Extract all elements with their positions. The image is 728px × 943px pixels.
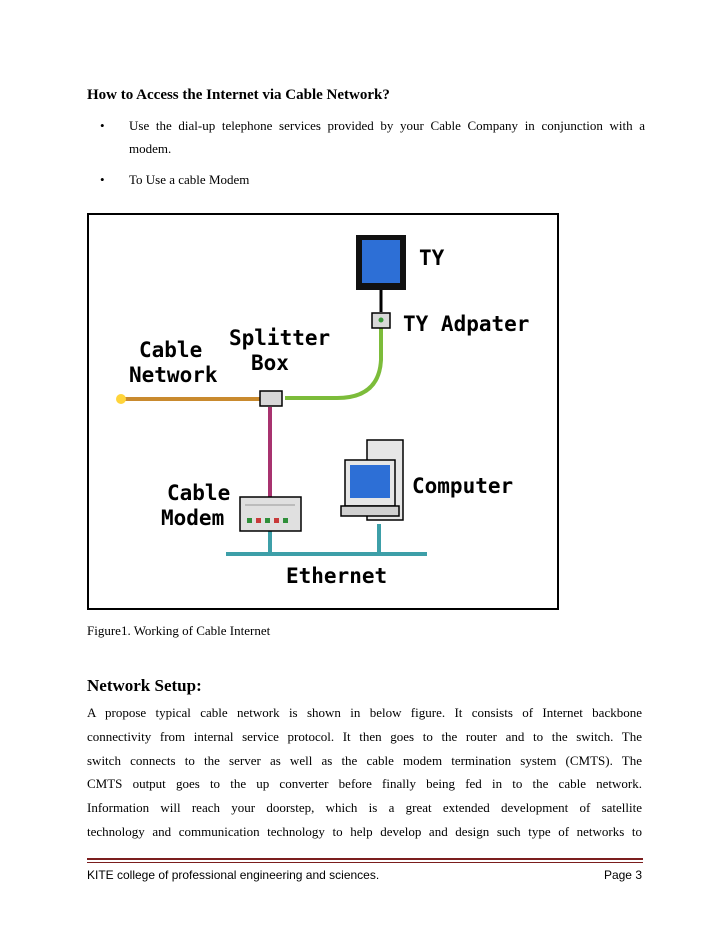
figure-caption: Figure1. Working of Cable Internet [87, 623, 271, 638]
tv-label: TY [419, 246, 445, 270]
bullet-icon: • [100, 118, 105, 133]
bullet-list: •Use the dial-up telephone services prov… [100, 114, 645, 199]
bullet-icon: • [100, 172, 105, 187]
splitter-label-line1: Splitter [229, 326, 330, 350]
modem-label-line1: Cable [167, 481, 230, 505]
section-heading-network-setup: Network Setup: [87, 676, 202, 695]
paragraph-line: connectivity from internal service proto… [87, 728, 642, 744]
splitter-box-icon [259, 390, 283, 407]
tv-adapter-label: TY Adpater [403, 312, 529, 336]
diagram-canvas: TY TY Adpater Splitter Box Cable Network… [116, 235, 529, 588]
cable-end-glow [116, 394, 126, 404]
cable-internet-diagram: TY TY Adpater Splitter Box Cable Network… [87, 213, 559, 610]
section-heading-access: How to Access the Internet via Cable Net… [87, 87, 390, 103]
list-item: •To Use a cable Modem [100, 168, 645, 191]
ethernet-label: Ethernet [286, 564, 387, 588]
cable-modem-icon [239, 496, 302, 532]
list-item: •Use the dial-up telephone services prov… [100, 114, 645, 160]
paragraph-line: CMTS output goes to the up converter bef… [87, 776, 642, 792]
cable-network-label-line2: Network [129, 363, 218, 387]
footer-rule-thin [87, 862, 643, 863]
paragraph-line: Information will reach your doorstep, wh… [87, 800, 642, 816]
paragraph-line: technology and communication technology … [87, 823, 642, 839]
footer-institution: KITE college of professional engineering… [87, 868, 380, 882]
green-wire [285, 327, 383, 400]
cable-network-label-line1: Cable [139, 338, 202, 362]
modem-label-line2: Modem [161, 506, 224, 530]
splitter-label-line2: Box [251, 351, 289, 375]
paragraph-line: A propose typical cable network is shown… [87, 705, 642, 720]
computer-label: Computer [412, 474, 513, 498]
footer-page-number: Page 3 [603, 868, 642, 882]
network-setup-paragraph: A propose typical cable network is shown… [87, 701, 642, 844]
paragraph-line: switch connects to the server as well as… [87, 752, 642, 768]
footer-rule [87, 858, 643, 860]
